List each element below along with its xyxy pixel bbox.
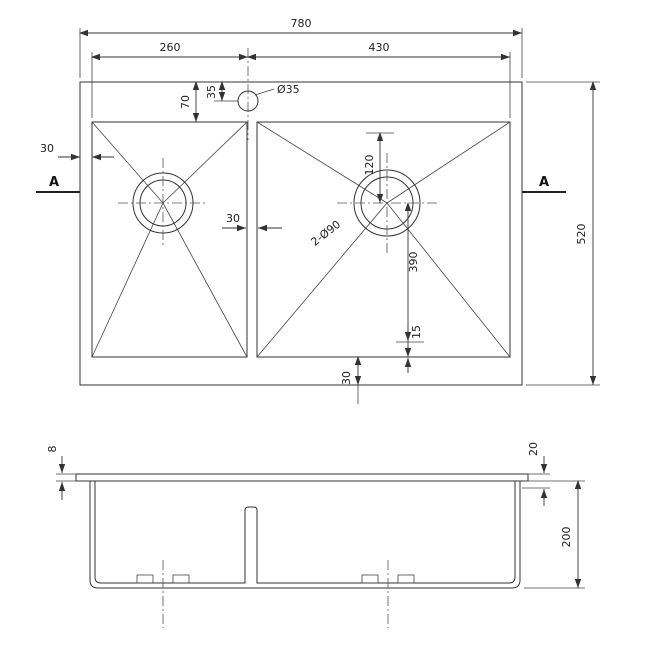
left-bowl [91, 121, 248, 358]
dim-rim-drop: 20 [522, 442, 550, 506]
body-outer-wall [89, 481, 521, 589]
dim-divider: 30 [222, 212, 282, 232]
dim-inner-step: 15 [396, 325, 424, 373]
right-bowl-diagonals [256, 121, 511, 358]
dim-430-label: 430 [369, 41, 390, 54]
dim-drain-offset: 120 [363, 132, 394, 203]
dim-overall-width: 780 [79, 17, 523, 78]
dim-780-label: 780 [291, 17, 312, 30]
dim-front-rim: 30 [340, 356, 362, 404]
dim-200-label: 200 [560, 527, 573, 548]
dim-8-label: 8 [46, 446, 59, 453]
sink-outer-rim [79, 81, 523, 386]
dim-flange-thickness: 8 [46, 446, 76, 500]
dim-70-label: 70 [179, 95, 192, 109]
dim-20-label: 20 [527, 442, 540, 456]
dim-faucet-hole: Ø35 [254, 83, 300, 96]
flange [75, 473, 529, 482]
dim-260-label: 260 [160, 41, 181, 54]
dim-390-label: 390 [407, 252, 420, 273]
dim-30-left-label: 30 [40, 142, 54, 155]
centerlines [118, 48, 440, 253]
section-markers: A A [36, 175, 566, 193]
top-view: A A 780 260 430 70 35 [36, 17, 600, 404]
dim-30-front-label: 30 [340, 371, 353, 385]
drain-fittings [136, 574, 415, 584]
dim-15-label: 15 [410, 325, 423, 339]
body-inner-wall [94, 481, 516, 584]
dim-bowl-depth: 200 [524, 480, 585, 589]
drain-note-label: 2-Ø90 [309, 218, 344, 249]
dim-bowl-widths: 260 430 [91, 41, 511, 118]
dim-faucet-offset: 35 [205, 81, 238, 102]
dim-30-divider-label: 30 [226, 212, 240, 225]
dim-520-label: 520 [575, 224, 588, 245]
dim-rim-to-bowl: 70 [179, 81, 200, 122]
dim-left-rim: 30 [40, 142, 114, 161]
dim-35-label: 35 [205, 85, 218, 99]
section-label-left: A [49, 175, 59, 190]
right-drain-outer [353, 169, 421, 237]
right-bowl [256, 121, 511, 358]
section-label-right: A [539, 175, 549, 190]
dim-dia35-label: Ø35 [277, 83, 300, 96]
dim-overall-depth: 520 [526, 81, 600, 386]
dim-120-label: 120 [363, 155, 376, 176]
left-bowl-diagonals [91, 121, 248, 358]
section-view: 8 20 200 [46, 442, 585, 628]
